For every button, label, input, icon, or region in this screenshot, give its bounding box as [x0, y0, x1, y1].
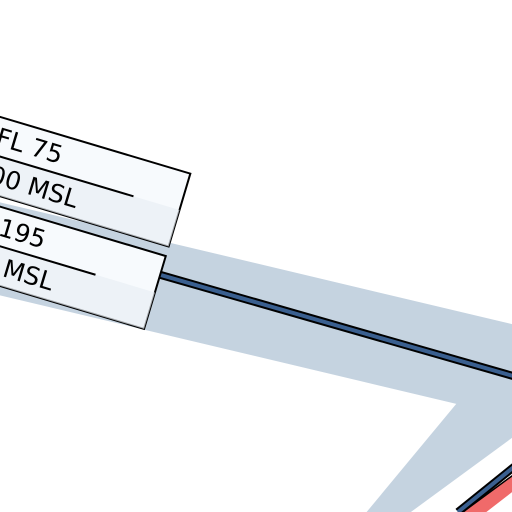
airspace-label-1-divider: [0, 131, 134, 198]
branch-route-line: [456, 465, 512, 512]
airway-corridor-branch: [366, 368, 512, 512]
airspace-label-2-divider: [0, 213, 96, 276]
airspace-label-box-2[interactable]: FL 195 7500 MSL: [0, 177, 168, 331]
airspace-label-box-1[interactable]: FL 75 7500 MSL 3500 MSL: [0, 94, 192, 248]
